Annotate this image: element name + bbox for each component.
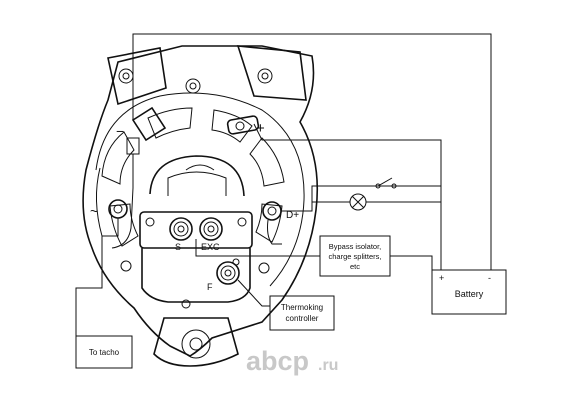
bypass-isolator-box: Bypass isolator, charge splitters, etc xyxy=(319,235,391,277)
terminal-d-plus-label: D+ xyxy=(286,210,299,221)
terminal-f-label: F xyxy=(207,282,213,292)
thermoking-line-1: Thermoking xyxy=(281,303,323,312)
battery-label: Battery xyxy=(455,289,484,299)
watermark-logo: abcp .ru xyxy=(246,346,338,376)
terminal-ac-label: ~ xyxy=(90,203,98,219)
alternator-housing xyxy=(82,45,319,367)
terminal-exc xyxy=(199,217,223,241)
warning-switch xyxy=(375,177,397,189)
terminal-exc-label: EXC xyxy=(201,242,220,252)
tacho-box: To tacho xyxy=(75,335,133,369)
thermoking-controller-box: Thermoking controller xyxy=(269,295,335,331)
thermoking-line-2: controller xyxy=(286,314,319,323)
battery-minus-label: - xyxy=(488,273,491,283)
wiring xyxy=(75,33,492,336)
terminal-s xyxy=(169,217,193,241)
watermark-brand: abcp xyxy=(246,346,309,376)
battery-plus-label: + xyxy=(439,273,444,283)
terminal-minus xyxy=(126,106,167,188)
battery-box: + - Battery xyxy=(431,269,507,315)
watermark-tld: .ru xyxy=(318,357,338,374)
regulator-block xyxy=(139,155,253,303)
bypass-line-2: charge splitters, xyxy=(329,252,382,261)
terminal-plus-label: + xyxy=(256,120,265,137)
tacho-label: To tacho xyxy=(89,348,120,357)
bypass-line-1: Bypass isolator, xyxy=(329,242,382,251)
terminal-minus-label: − xyxy=(116,123,124,139)
warning-lamp-icon xyxy=(349,193,367,211)
terminal-f xyxy=(216,261,240,285)
terminal-s-label: S xyxy=(175,242,181,252)
bypass-line-3: etc xyxy=(350,262,360,271)
terminal-ac xyxy=(108,199,128,219)
terminal-plus xyxy=(226,115,260,135)
